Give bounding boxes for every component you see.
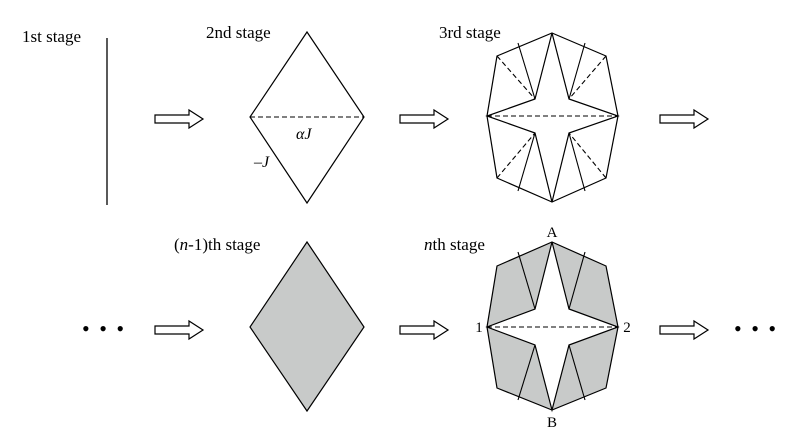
point-2-label: 2 xyxy=(623,320,631,336)
stage-2: 2nd stage αJ –J xyxy=(206,23,365,205)
stage-2-rhombus xyxy=(249,30,365,205)
arrow-right-icon xyxy=(399,109,449,129)
stage-1: 1st stage xyxy=(22,27,108,205)
stage-n: nth stage A B 1 2 xyxy=(424,225,631,431)
point-a-label: A xyxy=(547,225,558,241)
stage-1-label: 1st stage xyxy=(22,27,81,46)
ellipsis-left: • • • xyxy=(82,316,126,341)
arrow-right-icon xyxy=(154,320,204,340)
stage-n-solid-bonds xyxy=(517,251,586,401)
stage-n-star xyxy=(485,241,620,413)
stage-n-label: nth stage xyxy=(424,235,485,254)
stage-2-label: 2nd stage xyxy=(206,23,271,42)
point-1-label: 1 xyxy=(475,320,483,336)
arrow-right-icon xyxy=(154,109,204,129)
stage-n-minus-1-filled-rhombus xyxy=(249,240,365,413)
alpha-j-label: αJ xyxy=(296,126,312,143)
stage-3-label: 3rd stage xyxy=(439,23,501,42)
stage-3-octagon xyxy=(486,32,619,203)
stage-3-dashed-bonds xyxy=(487,55,618,179)
minus-j-label: –J xyxy=(253,154,270,171)
stage-n-minus-1: (n-1)th stage xyxy=(174,235,365,413)
arrow-right-icon xyxy=(659,109,709,129)
arrow-right-icon xyxy=(659,320,709,340)
stage-3: 3rd stage xyxy=(439,23,620,203)
stage-3-star xyxy=(485,32,620,203)
stage-3-solid-bonds xyxy=(517,42,586,192)
point-b-label: B xyxy=(547,415,557,431)
stage-n-minus-1-label: (n-1)th stage xyxy=(174,235,260,254)
arrow-right-icon xyxy=(399,320,449,340)
ellipsis-right: • • • xyxy=(734,316,778,341)
